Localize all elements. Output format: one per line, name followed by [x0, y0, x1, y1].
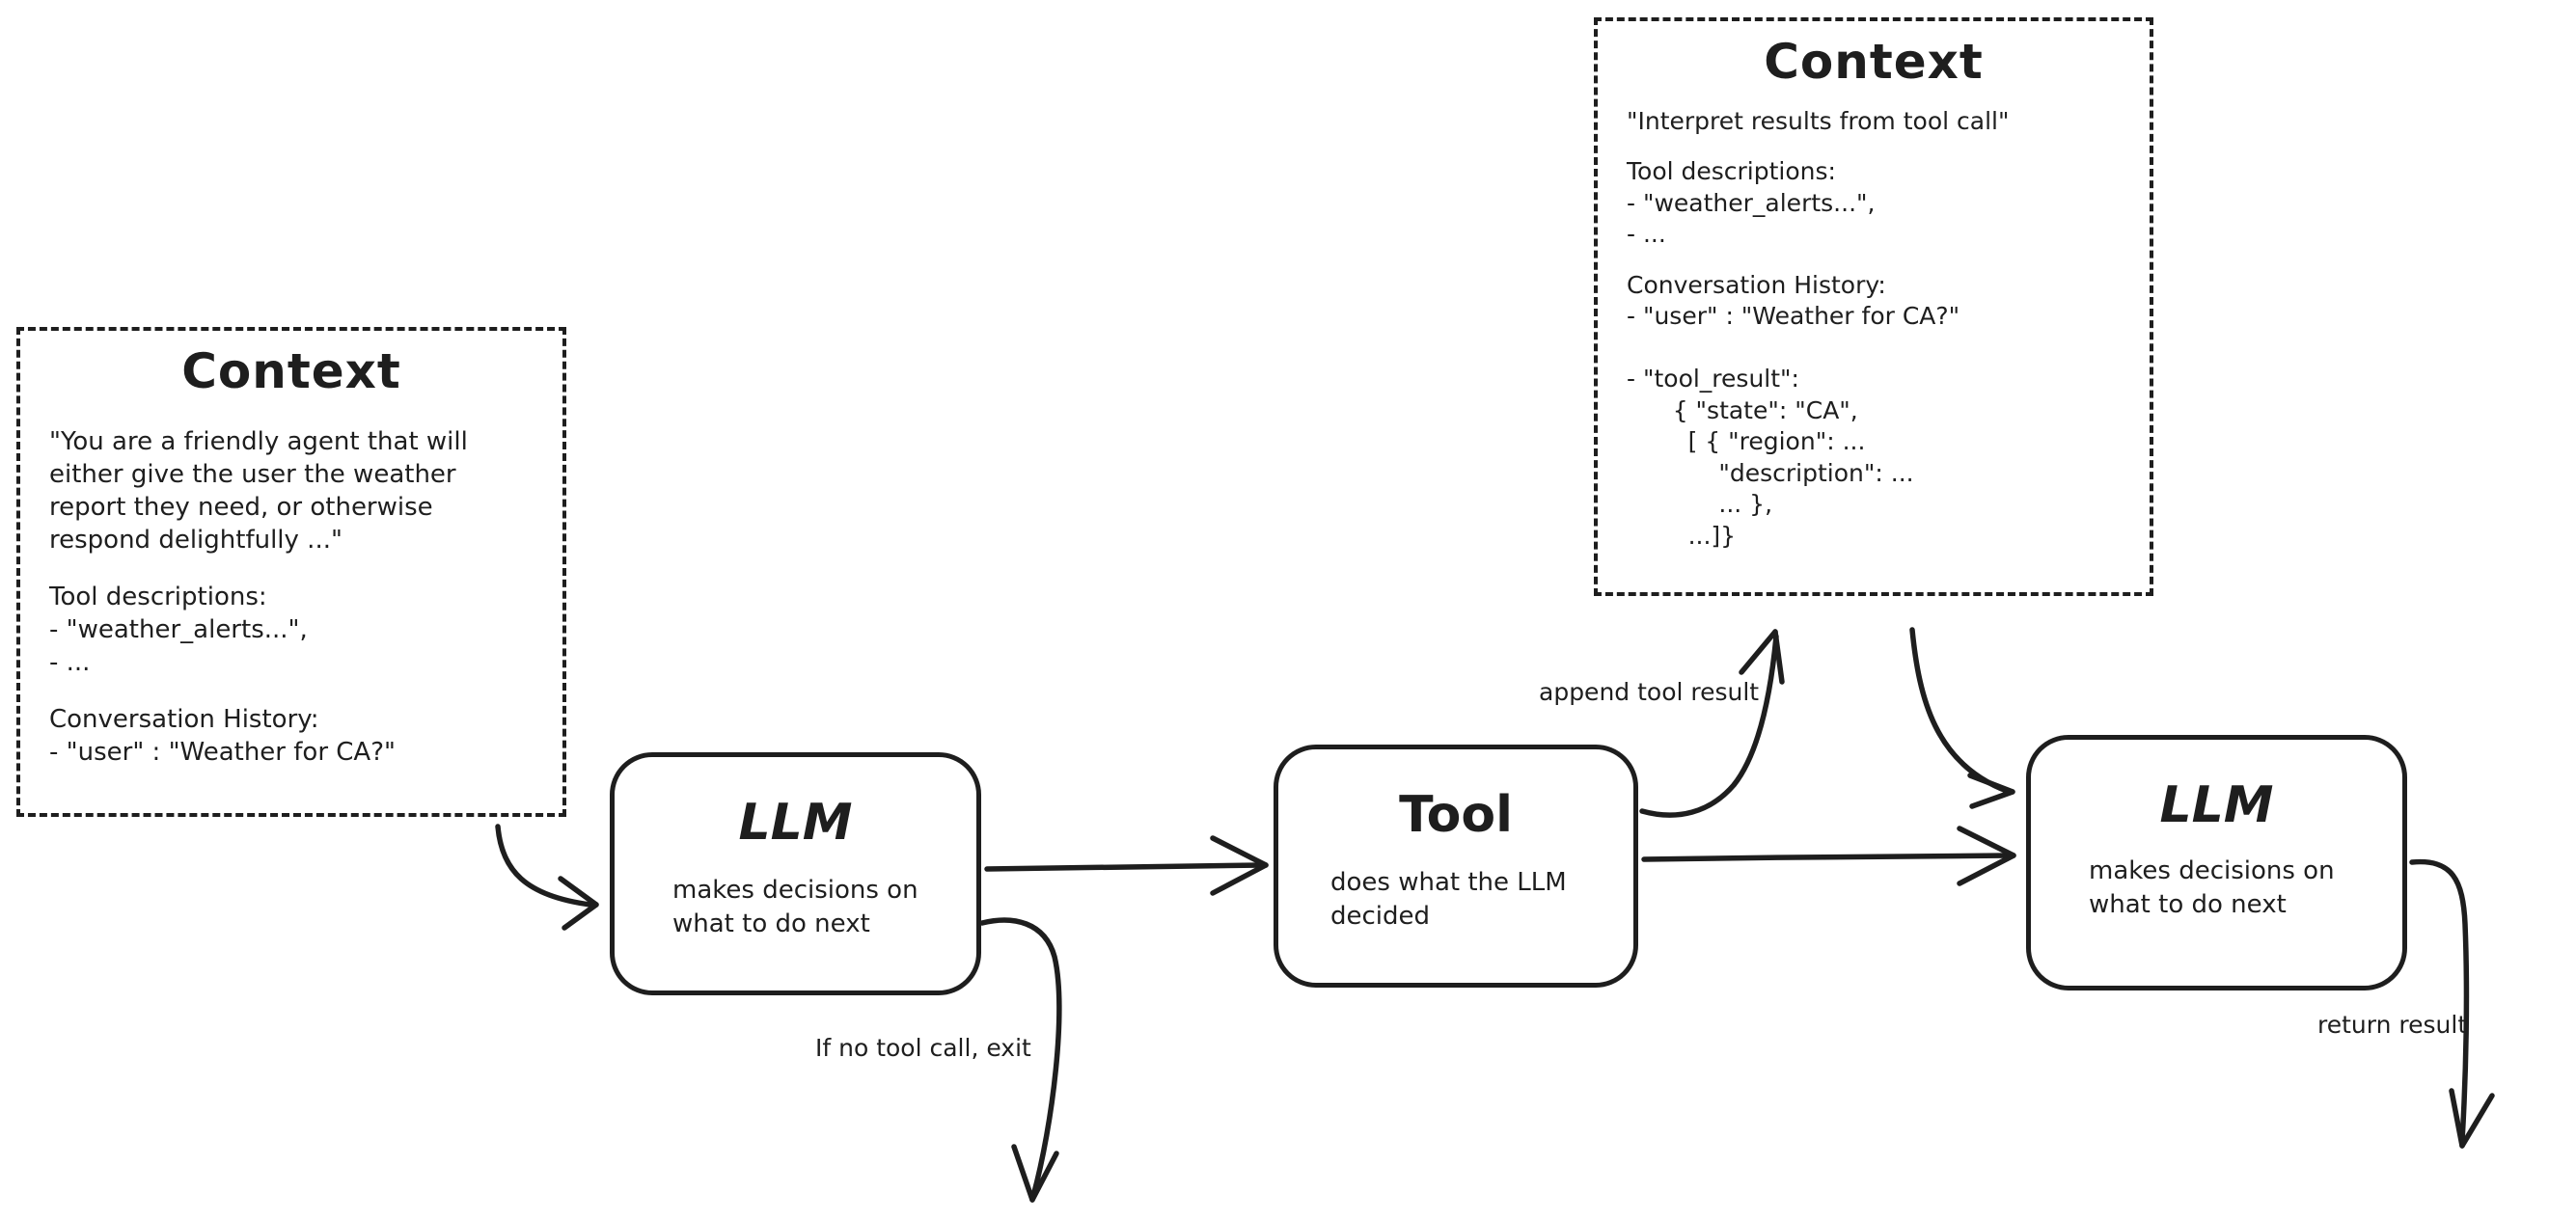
- node-llm-1: LLM makes decisions on what to do next: [610, 752, 981, 995]
- context-left-title: Context: [181, 343, 401, 399]
- arrow-tool-to-llm2: [1641, 826, 2016, 886]
- label-append-tool-result: append tool result: [1539, 678, 1760, 706]
- node-tool-title: Tool: [1399, 786, 1513, 844]
- node-llm-1-subtitle: makes decisions on what to do next: [672, 876, 918, 938]
- context-left-system-prompt: "You are a friendly agent that will eith…: [49, 426, 468, 556]
- label-return-result: return result: [2317, 1011, 2468, 1039]
- context-box-left: Context "You are a friendly agent that w…: [16, 327, 566, 817]
- arrow-context-left-to-llm1: [495, 824, 599, 931]
- node-llm-2-subtitle: makes decisions on what to do next: [2089, 856, 2335, 919]
- context-right-instruction: "Interpret results from tool call": [1627, 106, 2010, 135]
- node-llm-1-title: LLM: [738, 794, 853, 852]
- node-tool: Tool does what the LLM decided: [1274, 745, 1638, 988]
- context-right-conversation-history: Conversation History: - "user" : "Weathe…: [1627, 270, 1960, 550]
- context-left-conversation-history: Conversation History: - "user" : "Weathe…: [49, 704, 396, 767]
- node-llm-2-title: LLM: [2159, 776, 2274, 834]
- arrow-context-right-to-llm2: [1909, 627, 2015, 809]
- arrow-llm1-to-tool: [984, 835, 1269, 896]
- context-right-tool-descriptions: Tool descriptions: - "weather_alerts..."…: [1627, 157, 1876, 248]
- node-llm-2: LLM makes decisions on what to do next: [2026, 735, 2407, 990]
- arrow-llm2-return: [2409, 858, 2495, 1149]
- context-left-tool-descriptions: Tool descriptions: - "weather_alerts..."…: [49, 582, 308, 678]
- arrow-llm1-exit: [979, 917, 1062, 1203]
- context-right-title: Context: [1764, 34, 1984, 90]
- node-tool-subtitle: does what the LLM decided: [1330, 868, 1567, 931]
- context-box-right: Context "Interpret results from tool cal…: [1594, 17, 2153, 596]
- label-if-no-tool-call-exit: If no tool call, exit: [815, 1034, 1031, 1062]
- arrow-tool-to-context-right: [1639, 629, 1785, 818]
